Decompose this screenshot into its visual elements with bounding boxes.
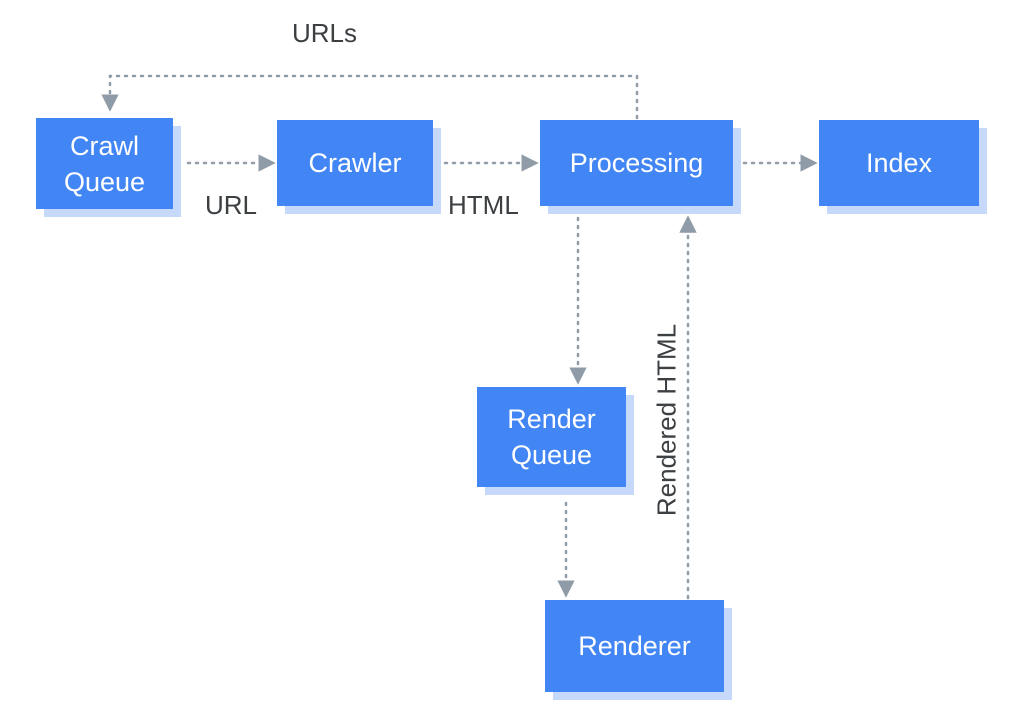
label-rendered-html: Rendered HTML (651, 323, 682, 517)
label-urls: URLs (292, 18, 358, 48)
node-render-queue: Render Queue (477, 387, 626, 487)
node-crawler: Crawler (277, 120, 433, 206)
edge-processing-to-crawl-queue (101, 74, 639, 120)
node-crawl-queue-label: Crawl Queue (63, 130, 146, 197)
node-renderer-label: Renderer (578, 631, 691, 661)
node-processing-label: Processing (569, 148, 704, 178)
label-url: URL (205, 190, 258, 220)
node-processing: Processing (540, 120, 733, 206)
node-render-queue-label: Render Queue (507, 404, 596, 470)
node-index: Index (819, 120, 979, 206)
node-crawl-queue: Crawl Queue (36, 118, 173, 209)
node-renderer: Renderer (545, 600, 724, 692)
node-crawler-label: Crawler (308, 148, 402, 178)
label-html: HTML (448, 190, 519, 220)
node-index-label: Index (865, 148, 933, 178)
